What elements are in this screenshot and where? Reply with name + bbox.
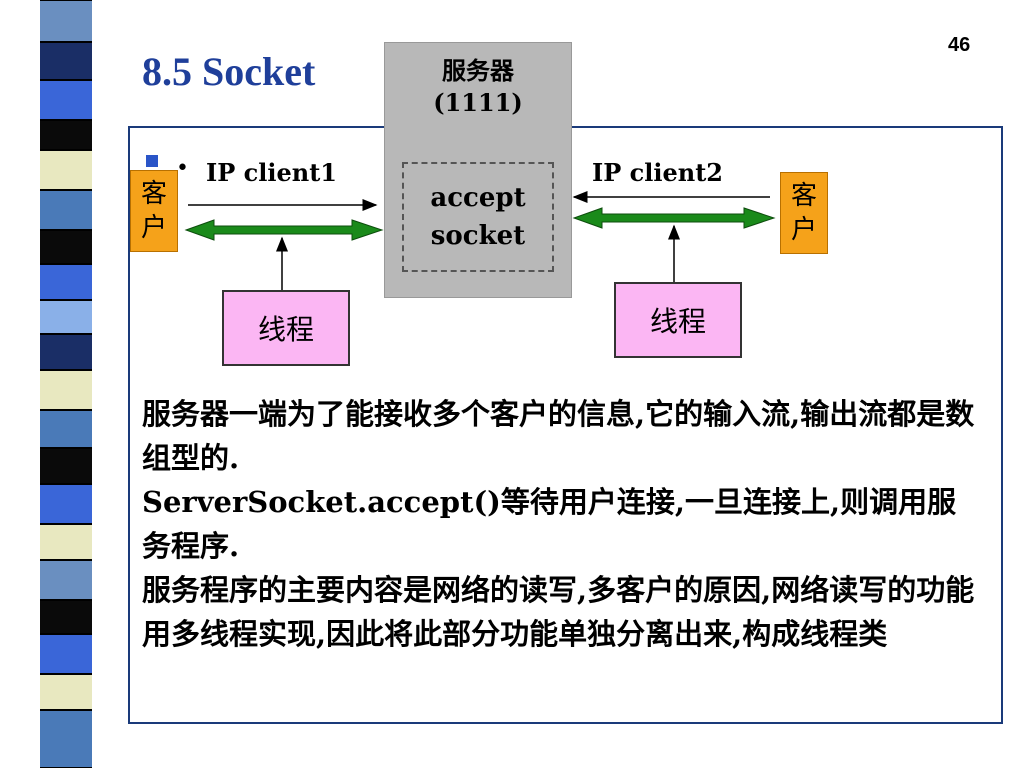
ip-client1-label: IP client1 [206, 158, 337, 187]
stripe-block [40, 300, 92, 334]
body-paragraph: 服务器一端为了能接收多个客户的信息,它的输入流,输出流都是数组型的. Serve… [142, 397, 975, 651]
bullet-square-icon [146, 155, 158, 167]
stripe-block [40, 560, 92, 600]
stripe-block [40, 150, 92, 190]
stripe-block [40, 42, 92, 80]
stripe-block [40, 634, 92, 674]
thread-right-box: 线程 [614, 282, 742, 358]
stripe-block [40, 334, 92, 370]
stripe-block [40, 80, 92, 120]
accept-socket-label: accept socket [430, 183, 526, 251]
stripe-block [40, 190, 92, 230]
stripe-block [40, 264, 92, 300]
stripe-block [40, 674, 92, 710]
stripe-block [40, 448, 92, 484]
server-label: 服务器 (1111) [433, 56, 523, 117]
stripe-block [40, 710, 92, 768]
ip-client2-label: IP client2 [592, 158, 723, 187]
stripe-block [40, 524, 92, 560]
stripe-block [40, 0, 92, 42]
bullet-dot-icon: • [176, 156, 189, 181]
stripe-block [40, 120, 92, 150]
bidirectional-arrow-left [184, 219, 384, 241]
client-left-box: 客 户 [130, 170, 178, 252]
page-number: 46 [948, 34, 971, 56]
stripe-block [40, 600, 92, 634]
stripe-block [40, 230, 92, 264]
thread-left-box: 线程 [222, 290, 350, 366]
bidirectional-arrow-right [572, 207, 776, 229]
server-box: 服务器 (1111) accept socket [384, 42, 572, 298]
stripe-block [40, 484, 92, 524]
decorative-stripe [0, 0, 120, 768]
stripe-block [40, 410, 92, 448]
client-right-box: 客 户 [780, 172, 828, 254]
accept-socket-box: accept socket [402, 162, 554, 272]
stripe-block [40, 370, 92, 410]
slide-title: 8.5 Socket [142, 49, 316, 94]
